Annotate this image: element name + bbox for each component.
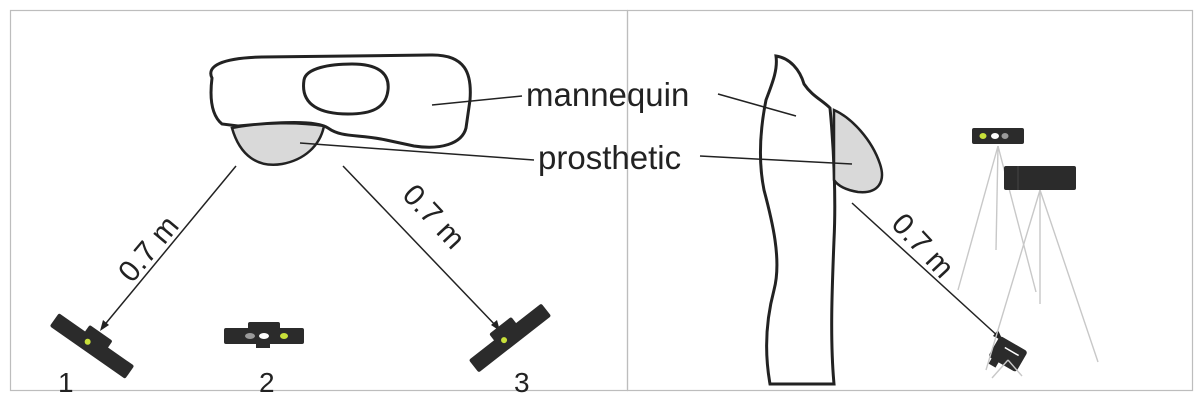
- distance-label-cam1: 0.7 m: [112, 210, 186, 289]
- tripod-icon: [991, 359, 1023, 379]
- mannequin-top-view: [209, 53, 472, 149]
- camera-number-3: 3: [514, 367, 530, 398]
- mannequin-leader: [431, 95, 523, 106]
- mannequin-label: mannequin: [526, 76, 689, 113]
- camera-number-2: 2: [259, 367, 275, 398]
- prosthetic-leader: [299, 142, 535, 161]
- arrowhead-cam1: [100, 320, 109, 331]
- tripod-icon: [985, 189, 1099, 371]
- depth-camera-icon: [224, 322, 304, 348]
- prosthetic-label: prosthetic: [538, 139, 681, 176]
- depth-camera-icon: [1004, 166, 1076, 190]
- camera-number-1: 1: [58, 367, 74, 398]
- mannequin-side-view: [758, 54, 837, 386]
- distance-line-cam3: [342, 165, 499, 329]
- prosthetic-side-view: [832, 108, 884, 194]
- prosthetic-top-view: [230, 121, 326, 166]
- mannequin-side-leader: [717, 93, 797, 117]
- depth-camera-icon: [50, 313, 134, 379]
- distance-line-cam1: [101, 165, 237, 329]
- distance-label-cam3: 0.7 m: [396, 178, 471, 255]
- depth-camera-icon: [972, 128, 1024, 144]
- depth-camera-icon: [469, 304, 551, 372]
- right-panel-frame: [626, 9, 1194, 392]
- depth-camera-icon: [988, 336, 1027, 372]
- distance-line-side: [851, 202, 1001, 339]
- distance-label-side: 0.7 m: [885, 207, 960, 284]
- prosthetic-side-leader: [699, 155, 853, 165]
